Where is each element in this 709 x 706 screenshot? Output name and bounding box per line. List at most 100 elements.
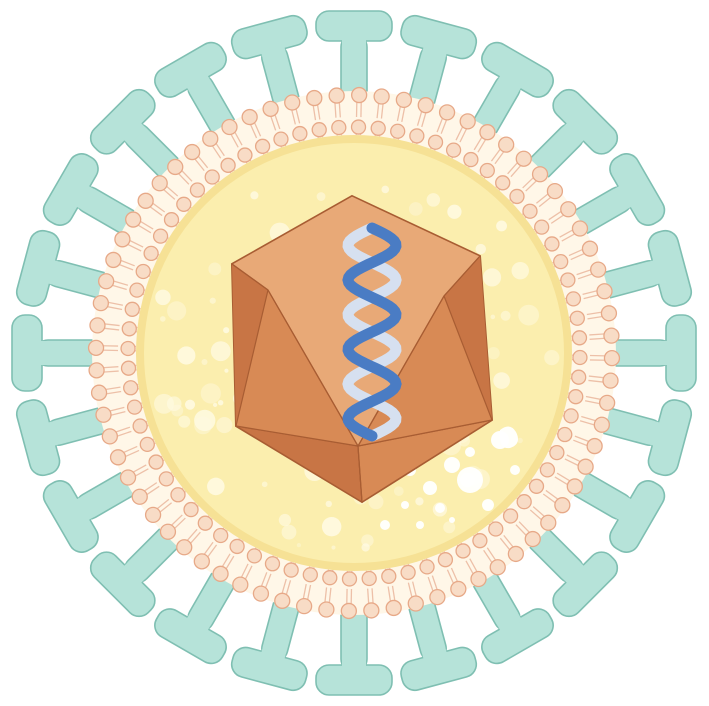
vesicle-bright — [444, 457, 460, 473]
vesicle-bright — [449, 517, 455, 523]
vesicle — [296, 542, 302, 548]
vesicle — [447, 204, 462, 219]
vesicle — [177, 346, 196, 365]
lipid-tail — [229, 133, 239, 148]
vesicle — [194, 416, 212, 435]
spike-joint — [646, 420, 663, 447]
lipid-tail — [189, 531, 201, 545]
lipid-tail — [295, 107, 301, 124]
lipid-head-outer — [90, 384, 108, 401]
lipid-head-outer — [274, 592, 291, 609]
lipid-tail — [306, 584, 312, 601]
lipid-tail — [535, 192, 550, 204]
spike-joint — [561, 560, 586, 585]
lipid-tail — [148, 205, 163, 217]
vesicle-bright — [435, 503, 445, 513]
capsid-edge — [357, 295, 445, 447]
lipid-tail — [371, 588, 374, 605]
lipid-head-inner — [246, 548, 263, 564]
vesicle — [278, 513, 292, 527]
lipid-tail — [103, 323, 120, 327]
lipid-head-inner — [322, 570, 338, 586]
lipid-tail — [486, 547, 497, 562]
lipid-head-outer — [540, 514, 557, 531]
lipid-tail — [459, 127, 468, 143]
lipid-head-outer — [88, 362, 105, 379]
lipid-head-inner — [571, 369, 587, 385]
vesicle — [178, 415, 191, 428]
vesicle — [167, 301, 187, 321]
lipid-tail — [102, 370, 119, 373]
lipid-tail — [538, 196, 553, 208]
lipid-tail — [440, 118, 448, 134]
capsid-edge — [443, 255, 481, 297]
lipid-tail — [585, 395, 602, 401]
lipid-tail — [522, 176, 535, 189]
lipid-head-inner — [341, 571, 358, 587]
lipid-tail — [545, 489, 560, 501]
lipid-head-inner — [400, 564, 416, 581]
lipid-tail — [240, 563, 249, 579]
lipid-tail — [380, 102, 384, 119]
spike-head — [11, 314, 43, 392]
lipid-tail — [431, 575, 439, 591]
vesicle — [325, 500, 332, 508]
lipid-head-outer — [159, 523, 177, 540]
spike-joint — [646, 259, 663, 286]
lipid-head-inner — [509, 188, 525, 205]
vesicle-bright — [380, 520, 390, 530]
vesicle — [381, 185, 390, 194]
lipid-tail — [328, 587, 332, 604]
lipid-tail — [114, 426, 131, 433]
lipid-head-outer — [98, 273, 115, 290]
lipid-tail — [111, 284, 127, 291]
lipid-tail — [589, 337, 606, 340]
lipid-head-inner — [152, 228, 169, 244]
lipid-head-outer — [241, 108, 258, 126]
lipid-head-inner — [220, 157, 236, 173]
lipid-head-inner — [120, 360, 137, 376]
lipid-head-inner — [553, 253, 569, 270]
lipid-tail — [490, 147, 502, 162]
lipid-tail — [376, 102, 380, 119]
lipid-head-inner — [572, 349, 588, 366]
lipid-head-inner — [544, 236, 560, 252]
lipid-tail — [566, 454, 582, 463]
lipid-head-outer — [407, 595, 424, 612]
spike-head — [315, 664, 393, 696]
lipid-tail — [108, 406, 125, 412]
lipid-tail — [561, 232, 577, 242]
lipid-tail — [253, 121, 262, 137]
lipid-tail — [396, 105, 402, 122]
vesicle — [321, 516, 342, 537]
lipid-head-inner — [568, 389, 584, 405]
lipid-tail — [334, 101, 337, 118]
lipid-tail — [103, 327, 120, 331]
lipid-head-outer — [328, 87, 345, 104]
lipid-head-inner — [126, 399, 143, 415]
lipid-tail — [589, 333, 606, 336]
lipid-head-outer — [602, 372, 619, 389]
lipid-head-inner — [437, 552, 454, 568]
lipid-tail — [494, 150, 505, 165]
lipid-tail — [260, 572, 268, 588]
vesicle — [223, 327, 230, 334]
lipid-tail — [450, 567, 459, 583]
lipid-tail — [401, 106, 406, 123]
lipid-tail — [507, 161, 519, 175]
vesicle — [154, 393, 174, 414]
vesicle — [517, 437, 523, 444]
lipid-tail — [244, 565, 253, 581]
lipid-tail — [203, 541, 214, 556]
lipid-tail — [249, 123, 258, 139]
vesicle — [331, 545, 336, 550]
dna-strand-blue — [342, 222, 402, 442]
lipid-head-inner — [463, 151, 479, 168]
lipid-head-inner — [479, 162, 495, 179]
lipid-head-outer — [232, 576, 249, 593]
lipid-head-inner — [254, 138, 271, 154]
lipid-tail — [427, 576, 434, 593]
lipid-head-outer — [193, 553, 210, 570]
spike-joint — [613, 184, 634, 211]
lipid-tail — [117, 263, 134, 271]
